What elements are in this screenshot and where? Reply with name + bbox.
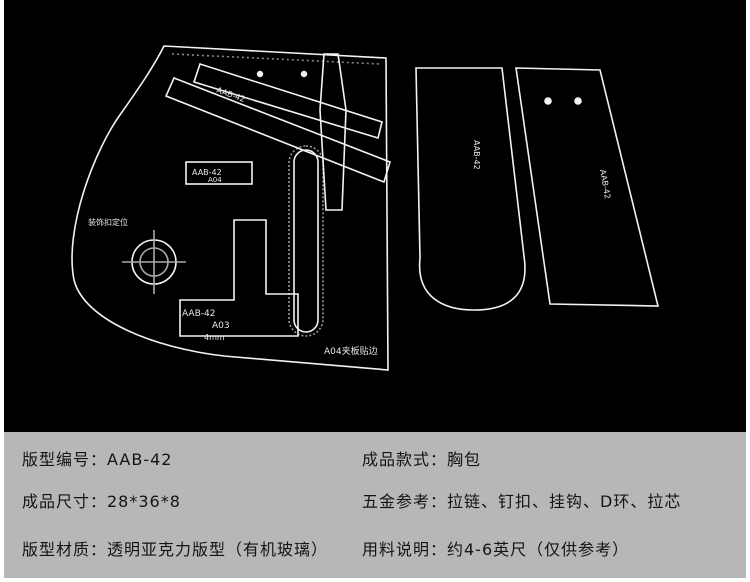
label-hook-sub: A03 [212,321,230,331]
pattern-diagonal-strip-2 [164,76,391,184]
spec-model-no: 版型编号：AAB-42 [22,450,173,469]
label-side-b: AAB-42 [598,169,612,200]
acrylic-pattern-pieces [71,45,660,371]
pattern-hook-piece [179,219,299,337]
pattern-taper-strap [319,53,347,211]
pattern-slot [293,149,319,333]
label-left-note: 装饰扣定位 [88,217,128,227]
pattern-diagonal-strip [192,62,383,140]
spec-leather: 用料说明：约4-6英尺（仅供参考） [362,540,630,559]
label-small: AAB-42 [192,168,222,177]
label-side-a: AAB-42 [472,140,481,170]
pattern-small-rect [185,161,253,185]
label-strip: AAB-42 [215,85,246,104]
label-hook: AAB-42 [182,309,215,319]
spec-size: 成品尺寸：28*36*8 [22,492,181,511]
pattern-side-long [415,67,526,311]
pattern-main-piece [71,45,389,371]
label-hook-note: 4mm [204,333,225,342]
product-photo: A04夹板贴边 AAB-42 A03 4mm AAB-42 A04 装饰扣定位 … [4,0,746,432]
spec-hardware: 五金参考：拉链、钉扣、挂钩、D环、拉芯 [362,492,682,511]
spec-product-style: 成品款式：胸包 [362,450,482,469]
spec-panel: 版型编号：AAB-42 成品款式：胸包 成品尺寸：28*36*8 五金参考：拉链… [4,432,746,578]
label-a04: A04夹板贴边 [324,345,378,357]
spec-material: 版型材质：透明亚克力版型（有机玻璃） [22,540,329,559]
pattern-side-strip [515,67,660,307]
label-small-sub: A04 [208,176,222,184]
